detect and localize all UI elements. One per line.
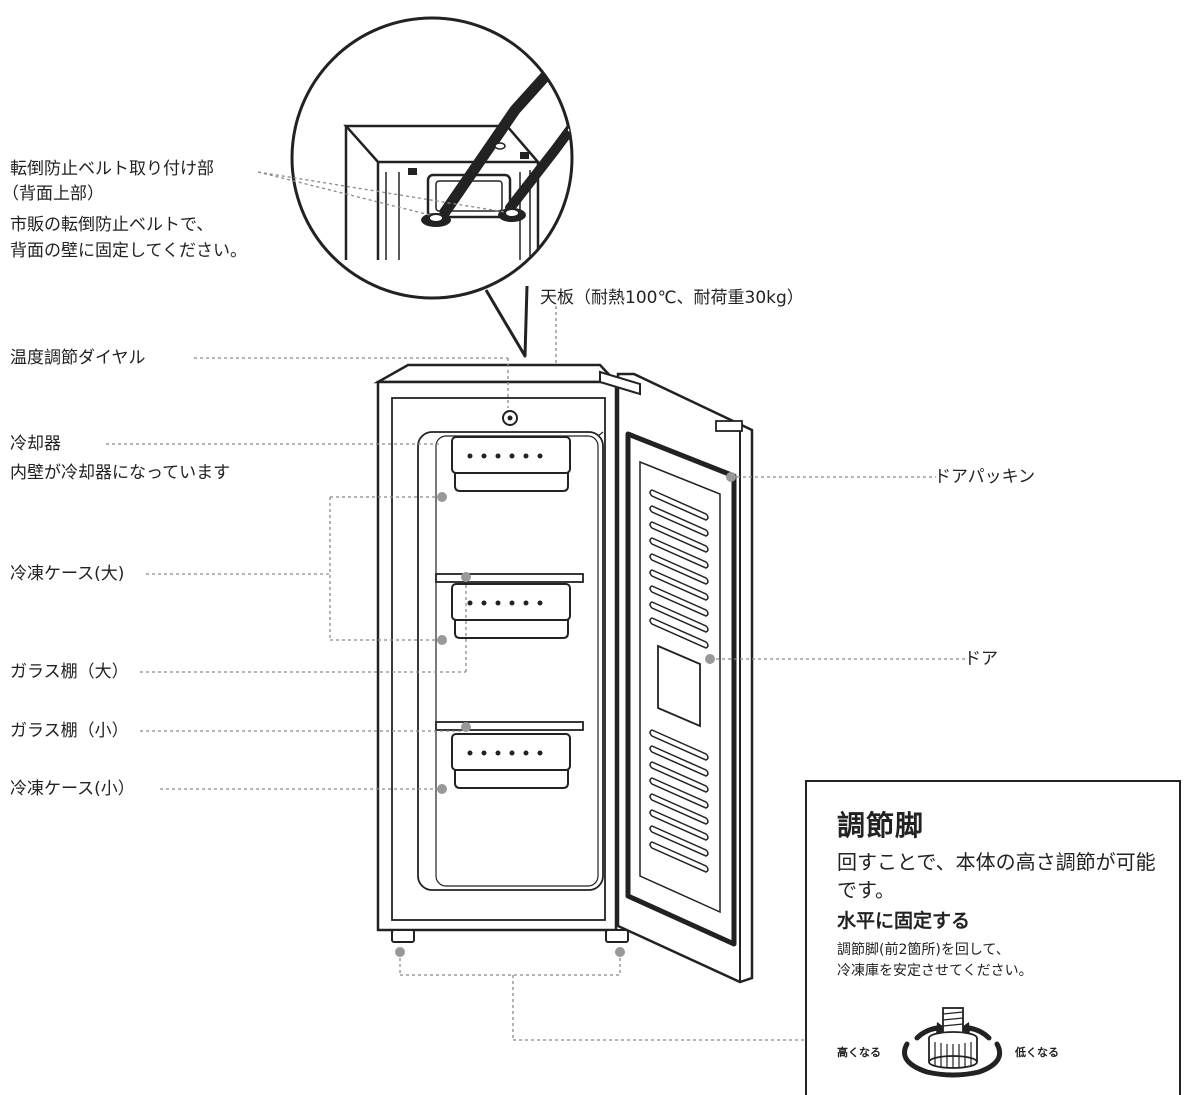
lower-label: 低くなる xyxy=(1015,1046,1059,1059)
legs-note: 調節脚(前2箇所)を回して、 冷凍庫を安定させてください。 xyxy=(837,940,1167,982)
belt-mount-note-2: 背面の壁に固定してください。 xyxy=(10,241,247,261)
top-plate-label: 天板（耐熱100℃、耐荷重30kg） xyxy=(540,288,804,308)
belt-mount-note-1: 市販の転倒防止ベルトで、 xyxy=(10,215,214,235)
rotate-arrow-icon xyxy=(902,1022,1003,1078)
legs-title: 調節脚 xyxy=(837,809,925,842)
freezer-body xyxy=(373,363,629,943)
legs-subtitle: 水平に固定する xyxy=(837,910,971,932)
belt-mount-label: 転倒防止ベルト取り付け部 xyxy=(10,159,214,179)
glass-shelf-large-label: ガラス棚（大） xyxy=(10,662,129,682)
leader-lines xyxy=(106,171,966,1041)
legs-note-line-2: 冷凍庫を安定させてください。 xyxy=(837,963,1033,979)
adjustable-legs-panel: 調節脚 回すことで、本体の高さ調節が可能です。 水平に固定する 調節脚(前2箇所… xyxy=(805,780,1181,1095)
zoom-bubble xyxy=(290,16,574,358)
temp-dial-label: 温度調節ダイヤル xyxy=(10,348,146,368)
legs-note-line-1: 調節脚(前2箇所)を回して、 xyxy=(837,942,1010,958)
cooler-label: 冷却器 xyxy=(10,434,61,454)
freezer-case-small-label: 冷凍ケース(小） xyxy=(10,779,135,799)
legs-description: 回すことで、本体の高さ調節が可能です。 xyxy=(837,850,1156,902)
adjustable-foot-icon xyxy=(902,1007,1003,1078)
leader-dots xyxy=(395,472,736,957)
belt-mount-position: （背面上部） xyxy=(2,184,104,204)
door-gasket-label: ドアパッキン xyxy=(934,467,1036,487)
door-label: ドア xyxy=(964,649,998,669)
glass-shelf-small-label: ガラス棚（小） xyxy=(10,721,129,741)
freezer-door xyxy=(599,370,754,984)
freezer-case-large-label: 冷凍ケース(大) xyxy=(10,564,125,584)
cooler-note: 内壁が冷却器になっています xyxy=(10,463,231,483)
higher-label: 高くなる xyxy=(837,1046,881,1059)
